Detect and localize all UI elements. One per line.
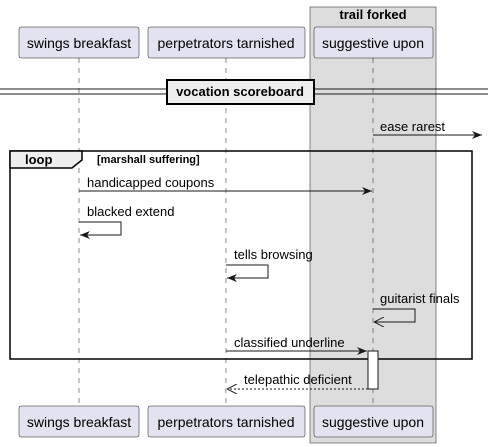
message-blacked-extend: blacked extend (79, 204, 174, 239)
participant-label: suggestive upon (322, 35, 424, 51)
participant-suggestive-upon-top[interactable]: suggestive upon (313, 26, 434, 59)
activation-bar (367, 350, 379, 390)
message-label: ease rarest (380, 119, 445, 134)
divider-label: vocation scoreboard (176, 84, 304, 99)
participant-label: perpetrators tarnished (158, 35, 295, 51)
message-telepathic-deficient: telepathic deficient (227, 372, 368, 389)
participant-perpetrators-tarnished-top[interactable]: perpetrators tarnished (147, 26, 306, 59)
message-classified-underline: classified underline (226, 335, 367, 355)
participant-label: suggestive upon (322, 414, 424, 430)
participant-suggestive-upon-bottom[interactable]: suggestive upon (313, 405, 434, 438)
participant-swings-breakfast-top[interactable]: swings breakfast (18, 26, 140, 59)
participant-perpetrators-tarnished-bottom[interactable]: perpetrators tarnished (147, 405, 306, 438)
participant-label: swings breakfast (27, 414, 131, 430)
message-label: handicapped coupons (87, 175, 215, 190)
loop-frame: loop [marshall suffering] (9, 150, 473, 360)
message-label: telepathic deficient (244, 372, 352, 387)
message-label: tells browsing (234, 247, 313, 262)
message-handicapped-coupons: handicapped coupons (79, 175, 372, 195)
loop-condition: [marshall suffering] (97, 154, 200, 166)
message-label: guitarist finals (380, 291, 460, 306)
message-ease-rarest: ease rarest (373, 119, 482, 139)
message-guitarist-finals: guitarist finals (373, 291, 460, 322)
message-label: blacked extend (87, 204, 174, 219)
participant-label: perpetrators tarnished (158, 414, 295, 430)
message-tells-browsing: tells browsing (226, 247, 313, 282)
loop-keyword: loop (25, 152, 52, 167)
divider: vocation scoreboard (0, 79, 488, 105)
message-label: classified underline (234, 335, 345, 350)
participant-label: swings breakfast (27, 35, 131, 51)
participant-swings-breakfast-bottom[interactable]: swings breakfast (18, 405, 140, 438)
participant-group-title: trail forked (339, 7, 406, 22)
